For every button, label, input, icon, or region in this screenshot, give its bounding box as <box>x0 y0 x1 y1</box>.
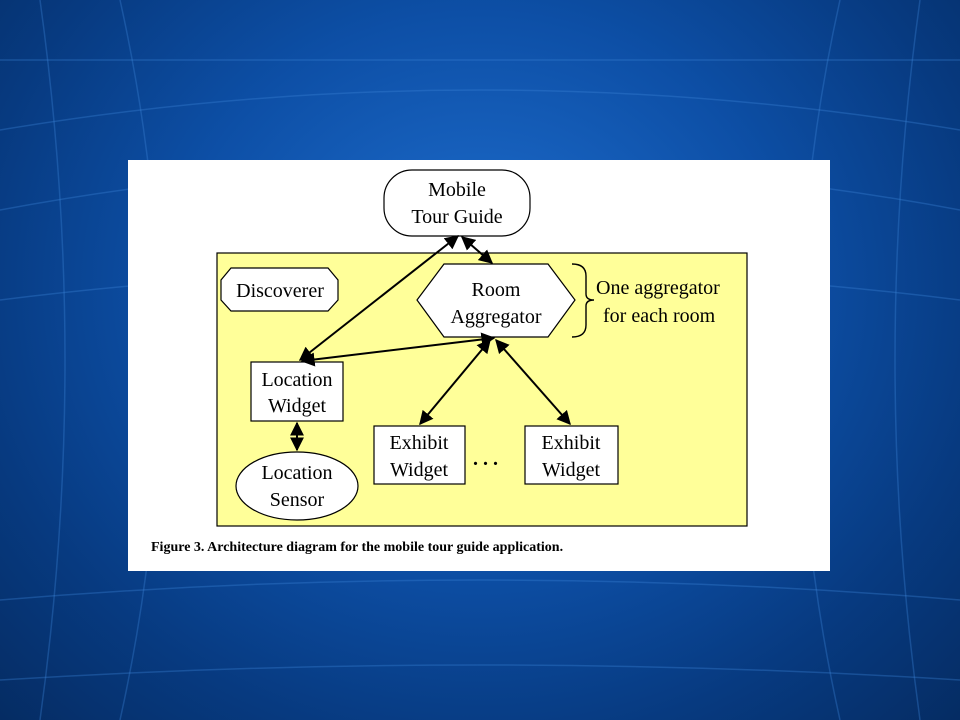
mobile-tour-guide-label-line1: Mobile <box>428 179 486 201</box>
room-aggregator-label-line2: Aggregator <box>450 306 541 328</box>
exhibit-widget-2-label-line1: Exhibit <box>542 432 601 454</box>
arrow-room-aggregator-to-exhibit-2 <box>495 338 571 426</box>
ellipsis: . . . <box>473 448 498 470</box>
location-sensor-node: Location Sensor <box>235 451 359 521</box>
exhibit-widget-node-2: Exhibit Widget <box>524 425 619 485</box>
location-widget-label-line2: Widget <box>268 395 327 417</box>
location-sensor-label-line1: Location <box>261 462 332 484</box>
mobile-tour-guide-node: Mobile Tour Guide <box>383 169 531 237</box>
exhibit-widget-2-label-line2: Widget <box>542 459 601 481</box>
room-aggregator-label-line1: Room <box>472 279 521 301</box>
exhibit-widget-1-label-line1: Exhibit <box>390 432 449 454</box>
location-widget-label-line1: Location <box>261 369 332 391</box>
brace-label-line2: for each room <box>603 305 716 327</box>
exhibit-widget-1-label-line2: Widget <box>390 459 449 481</box>
mobile-tour-guide-label-line2: Tour Guide <box>411 206 502 228</box>
arrow-guide-to-room-aggregator <box>460 236 494 264</box>
location-widget-node: Location Widget <box>250 361 344 422</box>
architecture-figure: Mobile Tour Guide Discoverer Room Aggreg… <box>128 160 830 571</box>
discoverer-label: Discoverer <box>236 280 324 302</box>
figure-caption: Figure 3. Architecture diagram for the m… <box>151 540 564 555</box>
architecture-diagram: Mobile Tour Guide Discoverer Room Aggreg… <box>216 169 748 527</box>
aggregator-brace <box>571 263 595 338</box>
exhibit-widget-node-1: Exhibit Widget <box>373 425 466 485</box>
discoverer-node: Discoverer <box>220 267 339 312</box>
arrow-room-aggregator-to-exhibit-1 <box>419 338 491 426</box>
room-aggregator-node: Room Aggregator <box>416 263 576 338</box>
brace-label-line1: One aggregator <box>596 277 720 299</box>
location-sensor-label-line2: Sensor <box>270 489 325 511</box>
